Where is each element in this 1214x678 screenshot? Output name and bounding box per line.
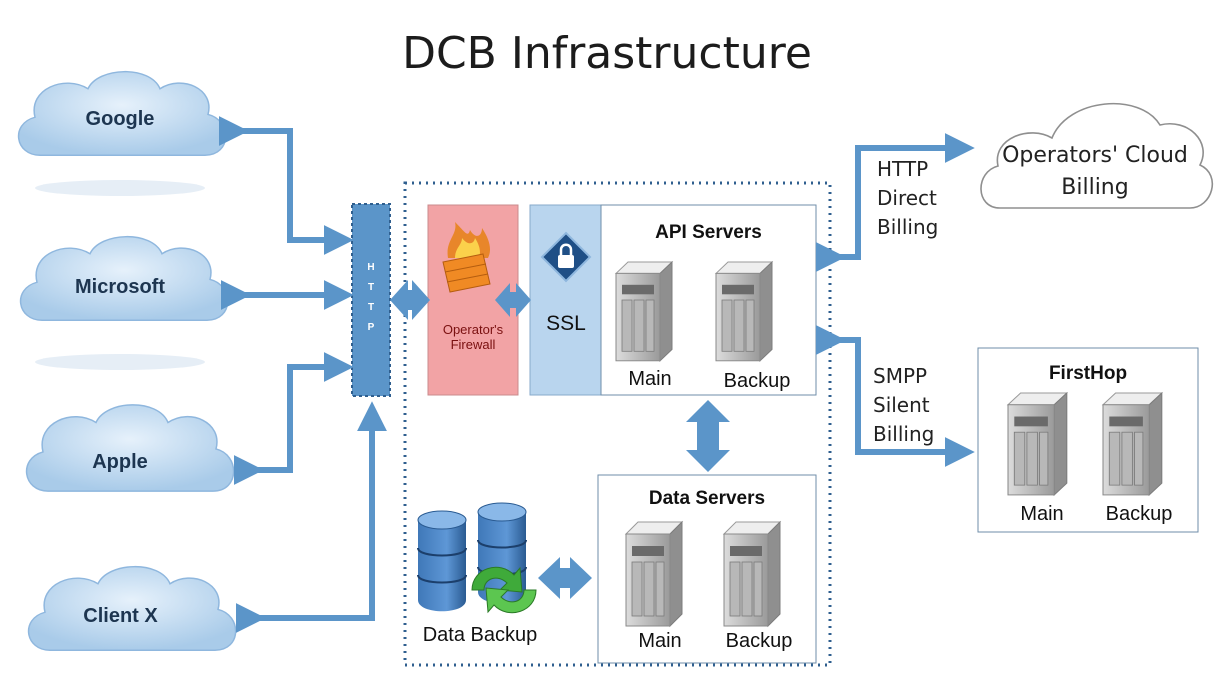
smpp-silent-line2: Silent (873, 393, 930, 417)
http-direct-billing-label: HTTP Direct Billing (877, 155, 938, 242)
cloud-operators (980, 102, 1213, 209)
server-icon-api-backup (715, 261, 773, 362)
api-servers-box (600, 204, 817, 396)
firewall-icon (442, 222, 491, 293)
cloud-apple (25, 404, 235, 492)
arrow-api-data (686, 400, 730, 472)
cloud-shadow (35, 354, 205, 370)
data-backup-label: Data Backup (422, 624, 538, 646)
arrow-firewall-ssl (495, 283, 531, 317)
operators-cloud-line1: Operators' Cloud (1002, 143, 1188, 168)
cloud-label-apple: Apple (92, 451, 148, 473)
cloud-label-microsoft: Microsoft (75, 276, 165, 298)
server-icon-data-main (625, 521, 683, 627)
smpp-silent-billing-label: SMPP Silent Billing (873, 362, 934, 449)
firsthop-main-label: Main (1020, 503, 1064, 525)
server-icon-firsthop-main (1007, 392, 1068, 496)
data-backup-label: Backup (725, 630, 793, 652)
lock-icon (540, 231, 592, 283)
firsthop-backup-label: Backup (1105, 503, 1173, 525)
arrow-firsthop (815, 325, 975, 467)
firewall-label-line2: Firewall (450, 337, 496, 352)
api-backup-label: Backup (723, 370, 791, 392)
cloud-label-client-x: Client X (83, 605, 158, 627)
http-letter: P (367, 322, 375, 333)
ssl-label: SSL (546, 312, 586, 335)
operators-cloud-line2: Billing (1061, 175, 1129, 200)
arrow-apple (233, 352, 354, 485)
arrow-backup-data (538, 557, 592, 599)
http-direct-line2: Direct (877, 186, 937, 210)
api-main-label: Main (628, 368, 672, 390)
api-servers-title: API Servers (655, 222, 762, 243)
http-letter: T (367, 282, 375, 293)
cloud-shadow (35, 180, 205, 196)
arrow-client-x (235, 401, 387, 633)
firewall-label-line1: Operator's (442, 322, 504, 337)
sync-icon (471, 566, 537, 614)
cloud-label-google: Google (85, 108, 155, 130)
smpp-silent-line3: Billing (873, 422, 935, 446)
firsthop-title: FirstHop (1048, 363, 1128, 384)
database-icon (417, 502, 527, 612)
smpp-silent-line1: SMPP (873, 364, 928, 388)
arrow-http-firewall (390, 280, 430, 320)
http-letter: H (367, 262, 375, 273)
diagram-title: DCB Infrastructure (402, 28, 812, 79)
http-letter: T (367, 302, 375, 313)
arrow-google (218, 116, 354, 255)
firewall-label: Operator's Firewall (428, 322, 518, 352)
data-servers-title: Data Servers (648, 488, 766, 509)
arrow-operators-cloud (815, 133, 975, 272)
http-direct-line1: HTTP (877, 157, 929, 181)
server-icon-firsthop-backup (1102, 392, 1163, 496)
http-direct-line3: Billing (877, 215, 939, 239)
server-icon-api-main (615, 261, 673, 362)
server-icon-data-backup (723, 521, 781, 627)
data-main-label: Main (638, 630, 682, 652)
operators-cloud-label: Operators' Cloud Billing (990, 140, 1200, 204)
